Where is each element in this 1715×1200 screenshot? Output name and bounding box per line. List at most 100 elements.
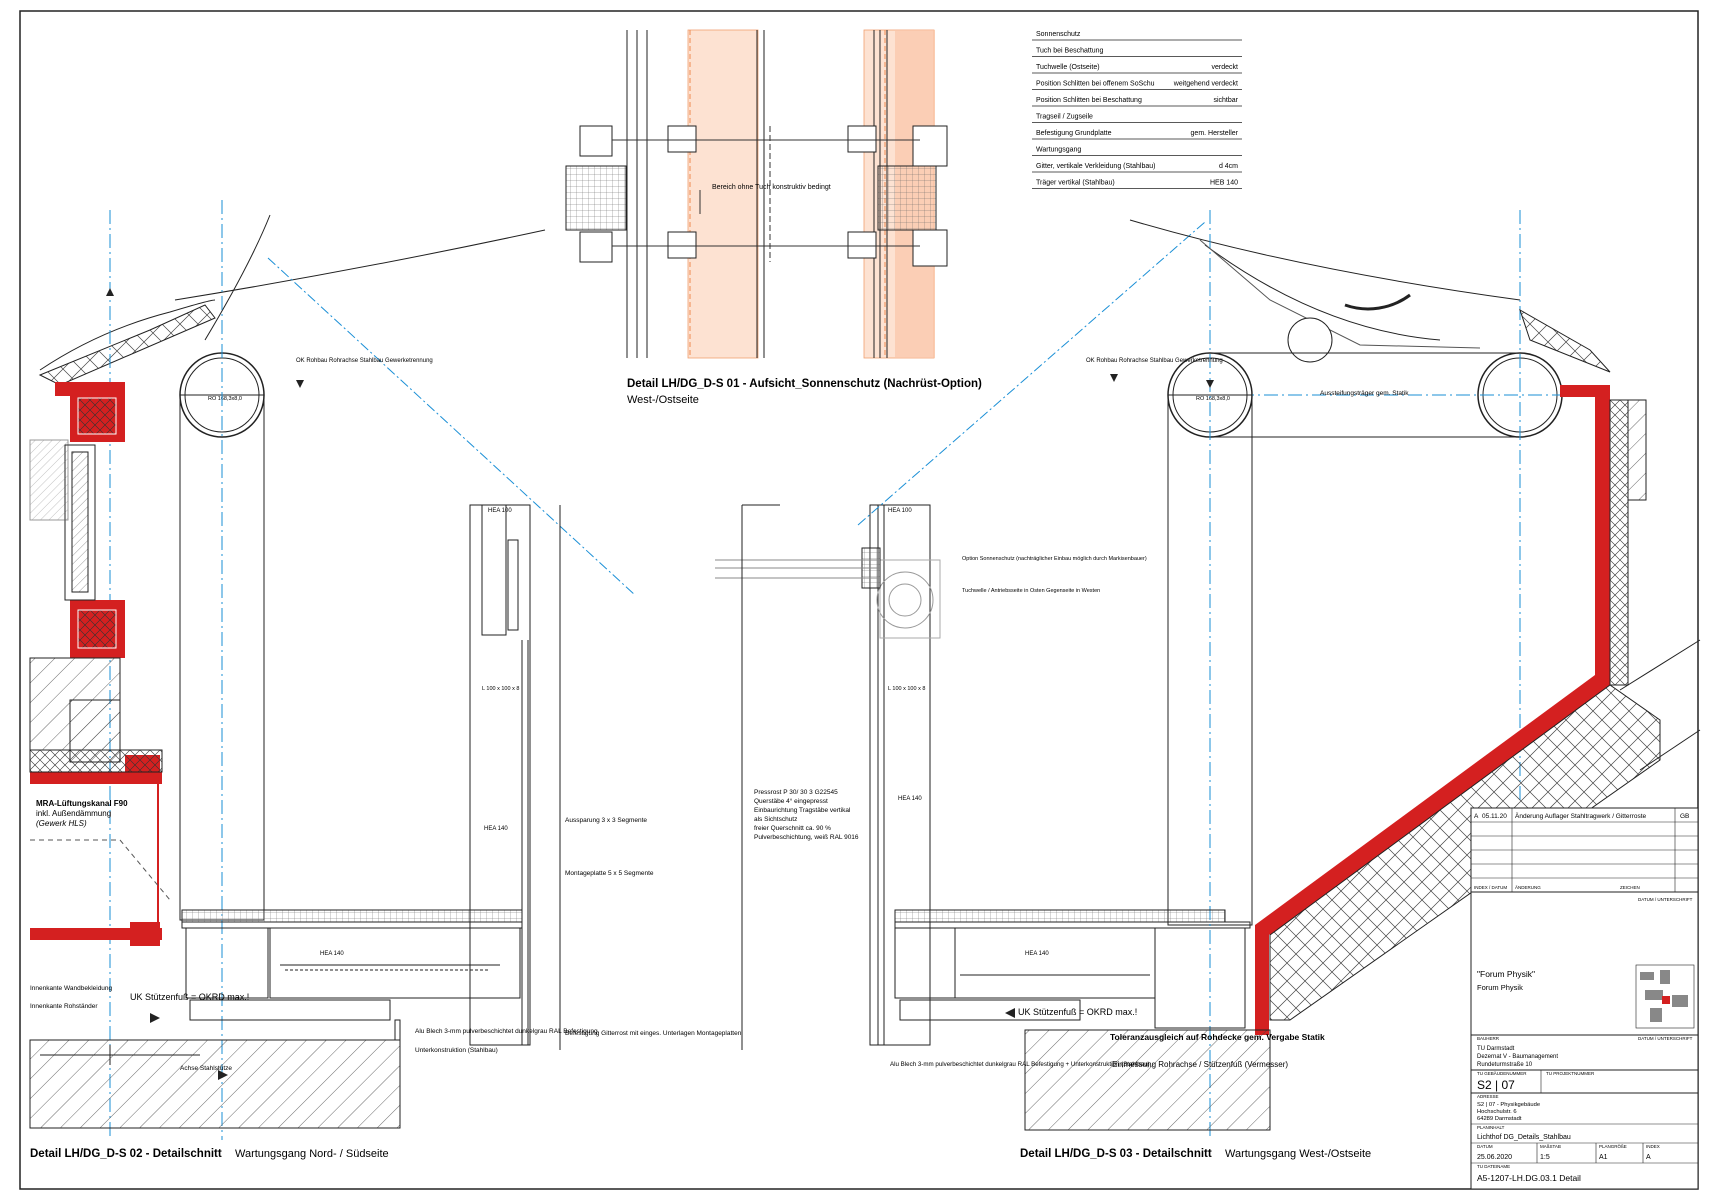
svg-text:Pulverbeschichtung, weiß RAL 9: Pulverbeschichtung, weiß RAL 9016 xyxy=(754,834,859,841)
svg-text:INDEX: INDEX xyxy=(1646,1144,1660,1149)
project-name: Forum Physik xyxy=(1477,983,1523,992)
legend-row-label: Tragseil / Zugseile xyxy=(1036,114,1093,121)
svg-text:PLANGRÖßE: PLANGRÖßE xyxy=(1599,1143,1627,1149)
svg-text:Unterkonstruktion (Stahlbau): Unterkonstruktion (Stahlbau) xyxy=(415,1047,498,1054)
svg-text:ÄNDERUNG: ÄNDERUNG xyxy=(1515,884,1541,890)
svg-text:Einbaurichtung Tragstäbe verti: Einbaurichtung Tragstäbe vertikal xyxy=(754,807,851,814)
svg-text:L 100 x 100 x 8: L 100 x 100 x 8 xyxy=(888,686,925,692)
svg-text:inkl. Außendämmung: inkl. Außendämmung xyxy=(36,809,111,818)
svg-text:als Sichtschutz: als Sichtschutz xyxy=(754,816,797,823)
svg-text:TU PROJEKTNUMMER: TU PROJEKTNUMMER xyxy=(1546,1071,1595,1076)
legend-row-value: sichtbar xyxy=(1213,97,1238,104)
detail-02-section: RO 168,3x8,0 xyxy=(29,200,742,1140)
legend-row-label: Tuch bei Beschattung xyxy=(1036,48,1104,55)
svg-text:S2 | 07 - Physikgebäude: S2 | 07 - Physikgebäude xyxy=(1477,1102,1540,1108)
svg-text:Hochschulstr. 6: Hochschulstr. 6 xyxy=(1477,1109,1517,1115)
rev-by: GB xyxy=(1680,813,1689,820)
project-quoted: "Forum Physik" xyxy=(1477,969,1535,979)
svg-text:PLANINHALT: PLANINHALT xyxy=(1477,1125,1505,1130)
detail-03-middle: HEA 100 L 100 x 100 x 8 HEA 140 Pressros… xyxy=(715,221,1206,1050)
svg-text:Rundeturmstraße 10: Rundeturmstraße 10 xyxy=(1477,1062,1533,1068)
svg-text:RO 168,3x8,0: RO 168,3x8,0 xyxy=(208,396,242,402)
sheet-frame xyxy=(19,10,1699,1190)
svg-text:freier Querschnitt ca. 90 %: freier Querschnitt ca. 90 % xyxy=(754,825,831,832)
legend-row-value: verdeckt xyxy=(1212,64,1239,71)
detail-02-title: Detail LH/DG_D-S 02 - Detailschnitt xyxy=(30,1148,222,1160)
svg-text:HEA 140: HEA 140 xyxy=(1025,951,1049,957)
svg-text:HEA 140: HEA 140 xyxy=(320,951,344,957)
sheet-number: S2 | 07 xyxy=(1477,1078,1515,1092)
svg-text:Befestigung Gitterrost mit ein: Befestigung Gitterrost mit einges. Unter… xyxy=(565,1030,742,1037)
plan-date: 25.06.2020 xyxy=(1477,1154,1512,1161)
legend-row-label: Wartungsgang xyxy=(1036,147,1081,154)
svg-text:Innenkante Rohständer: Innenkante Rohständer xyxy=(30,1003,98,1010)
detail-01-note: Bereich ohne Tuch konstruktiv bedingt xyxy=(712,184,831,191)
svg-text:HEA 100: HEA 100 xyxy=(488,508,512,514)
svg-text:Montageplatte 5 x 5 Segmente: Montageplatte 5 x 5 Segmente xyxy=(565,870,654,877)
rev-index: A xyxy=(1474,813,1479,820)
svg-text:Aussteifungsträger gem. Statik: Aussteifungsträger gem. Statik xyxy=(1320,390,1409,397)
detail-03-subtitle: Wartungsgang West-/Ostseite xyxy=(1225,1148,1371,1160)
svg-text:Pressrost P 30/ 30 3 G22545: Pressrost P 30/ 30 3 G22545 xyxy=(754,789,838,796)
legend-row-value: weitgehend verdeckt xyxy=(1173,81,1238,88)
legend-row-label: Träger vertikal (Stahlbau) xyxy=(1036,180,1115,187)
svg-text:HEA 100: HEA 100 xyxy=(888,508,912,514)
svg-text:TU GEBÄUDENUMMER: TU GEBÄUDENUMMER xyxy=(1477,1070,1527,1076)
svg-text:Dezernat V - Baumanagement: Dezernat V - Baumanagement xyxy=(1477,1054,1558,1060)
mra-label: MRA-Lüftungskanal F90 xyxy=(36,799,128,808)
file-name: A5-1207-LH.DG.03.1 Detail xyxy=(1477,1173,1581,1183)
legend-row-label: Position Schlitten bei Beschattung xyxy=(1036,97,1142,104)
svg-text:Alu Blech 3-mm pulverbeschicht: Alu Blech 3-mm pulverbeschichtet dunkelg… xyxy=(415,1028,598,1035)
uk-stuetze-label: UK Stützenfuß = OKRD max.! xyxy=(130,992,249,1002)
svg-text:Toleranzausgleich auf Rohdecke: Toleranzausgleich auf Rohdecke gem. Verg… xyxy=(1110,1032,1325,1042)
detail-01-plan: Bereich ohne Tuch konstruktiv bedingt xyxy=(565,29,948,359)
svg-text:BAUHERR: BAUHERR xyxy=(1477,1036,1500,1041)
svg-text:Alu Blech 3-mm pulverbeschicht: Alu Blech 3-mm pulverbeschichtet dunkelg… xyxy=(890,1061,1150,1068)
svg-text:Tuchwelle / Antriebsseite in O: Tuchwelle / Antriebsseite in Osten Gegen… xyxy=(962,588,1100,594)
legend-row-label: Tuchwelle (Ostseite) xyxy=(1036,64,1100,71)
rev-text: Änderung Auflager Stahltragwerk / Gitter… xyxy=(1515,812,1647,820)
rev-date: 05.11.20 xyxy=(1482,813,1507,820)
plan-content: Lichthof DG_Details_Stahlbau xyxy=(1477,1134,1571,1141)
legend-row-label: Sonnenschutz xyxy=(1036,31,1081,38)
legend-row-label: Befestigung Grundplatte xyxy=(1036,130,1112,137)
svg-text:L 100 x 100 x 8: L 100 x 100 x 8 xyxy=(482,686,519,692)
legend-row-value: HEB 140 xyxy=(1210,180,1238,187)
title-block: A 05.11.20 Änderung Auflager Stahltragwe… xyxy=(1470,807,1699,1190)
legend-row-value: gem. Hersteller xyxy=(1191,130,1239,137)
svg-text:HEA 140: HEA 140 xyxy=(898,796,922,802)
legend-row-value: d 4cm xyxy=(1219,163,1238,170)
svg-text:Querstäbe 4° eingepresst: Querstäbe 4° eingepresst xyxy=(754,797,828,805)
svg-text:64289 Darmstadt: 64289 Darmstadt xyxy=(1477,1116,1522,1122)
svg-text:Einmessung Rohrachse / Stützen: Einmessung Rohrachse / Stützenfuß (Verme… xyxy=(1112,1060,1288,1069)
detail-03-section: RO 168,3x8,0 Aussteifungsträger gem. Sta… xyxy=(890,210,1701,1140)
plan-scale: 1:5 xyxy=(1540,1154,1550,1161)
svg-text:TU DATEINAME: TU DATEINAME xyxy=(1477,1164,1510,1169)
svg-text:DATUM / UNTERSCHRIFT: DATUM / UNTERSCHRIFT xyxy=(1638,1036,1693,1041)
uk-stuetze-03-label: UK Stützenfuß = OKRD max.! xyxy=(1018,1007,1137,1017)
plan-index: A xyxy=(1646,1154,1651,1161)
svg-text:ZEICHEN: ZEICHEN xyxy=(1620,885,1640,890)
svg-text:(Gewerk HLS): (Gewerk HLS) xyxy=(36,819,87,828)
legend-row-label: Gitter, vertikale Verkleidung (Stahlbau) xyxy=(1036,163,1155,170)
svg-text:Innenkante Wandbekleidung: Innenkante Wandbekleidung xyxy=(30,985,113,992)
svg-text:DATUM: DATUM xyxy=(1477,1144,1493,1149)
svg-text:OK Rohbau Rohrachse Stahlbau G: OK Rohbau Rohrachse Stahlbau Gewerketren… xyxy=(296,358,433,364)
svg-text:OK Rohbau Rohrachse Stahlbau G: OK Rohbau Rohrachse Stahlbau Gewerketren… xyxy=(1086,358,1223,364)
svg-text:INDEX / DATUM: INDEX / DATUM xyxy=(1474,885,1507,890)
svg-text:HEA 140: HEA 140 xyxy=(484,826,508,832)
svg-text:RO 168,3x8,0: RO 168,3x8,0 xyxy=(1196,396,1230,402)
detail-01-subtitle: West-/Ostseite xyxy=(627,394,699,406)
detail-01-title: Detail LH/DG_D-S 01 - Aufsicht_Sonnensch… xyxy=(627,378,982,390)
svg-text:ADRESSE: ADRESSE xyxy=(1477,1094,1499,1099)
legend-row-label: Position Schlitten bei offenem SoSchu xyxy=(1036,81,1155,88)
svg-text:MAßSTAB: MAßSTAB xyxy=(1540,1144,1561,1149)
svg-text:Option Sonnenschutz (nachträgl: Option Sonnenschutz (nachträglicher Einb… xyxy=(962,556,1147,562)
svg-text:DATUM / UNTERSCHRIFT: DATUM / UNTERSCHRIFT xyxy=(1638,897,1693,902)
svg-text:Aussparung 3 x 3 Segmente: Aussparung 3 x 3 Segmente xyxy=(565,817,647,824)
detail-03-title: Detail LH/DG_D-S 03 - Detailschnitt xyxy=(1020,1148,1212,1160)
svg-text:Achse Stahlstütze: Achse Stahlstütze xyxy=(180,1065,232,1072)
detail-02-subtitle: Wartungsgang Nord- / Südseite xyxy=(235,1148,389,1160)
